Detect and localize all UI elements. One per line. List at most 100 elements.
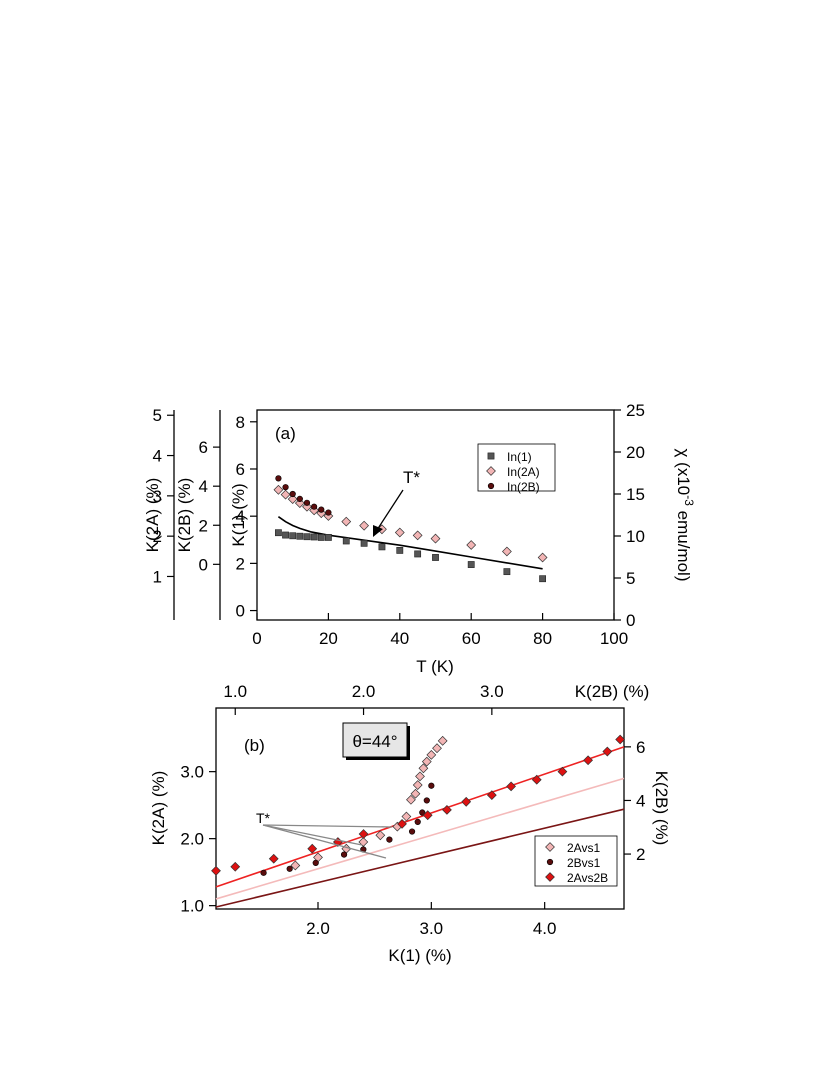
x-tick-label-a: 40	[390, 629, 409, 648]
point-2avs2b	[268, 853, 279, 864]
legend-marker-in2b	[487, 482, 495, 490]
point-2avs1	[418, 763, 429, 774]
point-in1	[289, 532, 297, 540]
point-2avs2b	[583, 755, 593, 766]
point-2avs2b	[397, 819, 407, 829]
point-2avs1	[421, 756, 432, 767]
x-tick-label-b: 3.0	[420, 919, 444, 938]
point-2avs2b	[615, 734, 626, 745]
point-in2b	[303, 499, 311, 506]
point-2avs2b	[461, 796, 472, 807]
point-2bvs1	[428, 782, 435, 789]
k1-axis-label: K(1) (%)	[229, 483, 248, 546]
point-2avs1	[410, 788, 421, 799]
point-in2b	[275, 475, 282, 482]
point-2bvs1	[286, 865, 293, 872]
point-2bvs1	[414, 818, 421, 826]
chi-curve-path	[277, 516, 543, 570]
annotation-arrows-b	[262, 824, 393, 859]
tstar-arrow-2	[262, 824, 363, 846]
point-in2b	[289, 490, 296, 498]
chi-tick-label: 0	[626, 611, 635, 630]
k2a-axis-label: K(2A) (%)	[143, 478, 162, 553]
k2a-tick-label: 2	[153, 527, 162, 546]
right-b-tick-label: 6	[636, 738, 645, 757]
k2b-tick-label: 2	[199, 516, 208, 535]
point-2avs2b	[230, 861, 241, 872]
k1-tick-label: 0	[236, 602, 245, 621]
point-2avs2b	[531, 774, 542, 785]
x-tick-label-a: 100	[600, 629, 628, 648]
point-2avs1	[412, 780, 423, 790]
legend-label-b: 2Avs1	[567, 841, 600, 855]
right-axis-label-b: K(2B) (%)	[652, 771, 671, 846]
point-in1	[282, 531, 289, 539]
annotation-arrowhead-a	[373, 525, 383, 537]
point-in1	[310, 533, 318, 541]
legend-marker-2avs1	[545, 842, 555, 852]
point-2bvs1	[423, 797, 430, 804]
point-2avs1	[432, 743, 442, 754]
point-2avs1	[290, 860, 301, 871]
point-in1	[467, 561, 475, 568]
chi-tick-label: 25	[626, 401, 645, 420]
fit-line-2	[215, 777, 625, 900]
chi-tick-label: 10	[626, 527, 645, 546]
x-tick-label-a: 60	[462, 629, 481, 648]
point-2avs2b	[422, 810, 433, 821]
point-in2b	[311, 503, 318, 510]
point-2bvs1	[386, 836, 393, 843]
point-in2a	[430, 533, 441, 544]
point-2avs1	[415, 771, 425, 782]
point-2avs2b	[307, 843, 318, 854]
legend-a: In(1)In(2A)In(2B)	[477, 443, 556, 494]
point-in2b	[296, 495, 303, 502]
point-in1	[342, 537, 350, 545]
chi-tick-label: 15	[626, 485, 645, 504]
top-tick-label-b: 2.0	[352, 682, 376, 701]
point-2avs2b	[557, 766, 568, 777]
point-2bvs1	[408, 828, 416, 835]
annotation-tstar-b: T*	[256, 810, 271, 826]
k1-tick-label: 6	[236, 460, 245, 479]
legend-marker-in1	[487, 452, 495, 460]
point-in1	[432, 554, 439, 561]
chi-curve	[277, 516, 543, 570]
k2b-axis-label: K(2B) (%)	[175, 478, 194, 553]
point-2avs2b	[602, 746, 613, 757]
point-in2a	[412, 530, 423, 541]
point-in1	[396, 546, 404, 554]
fit-line-1	[215, 746, 625, 888]
legend-label-a: In(1)	[507, 450, 532, 464]
point-in1	[414, 550, 422, 558]
point-2avs2b	[358, 829, 369, 839]
k2b-tick-label: 0	[199, 555, 208, 574]
plot-frame-b	[215, 707, 625, 910]
y-b-tick-label: 1.0	[180, 897, 204, 916]
top-tick-label-b: 1.0	[223, 682, 247, 701]
point-2bvs1	[260, 869, 267, 876]
k1-tick-label: 8	[236, 413, 245, 432]
x-axis-label-a: T (K)	[416, 657, 453, 676]
k1-tick-label: 2	[236, 554, 245, 573]
x-tick-label-b: 2.0	[306, 919, 330, 938]
k2a-tick-label: 1	[153, 567, 162, 586]
point-in2a	[341, 516, 352, 527]
angle-box-shadow	[407, 726, 410, 760]
tstar-arrow-3	[262, 824, 387, 859]
point-in1	[378, 543, 386, 551]
point-in1	[324, 534, 332, 541]
x-tick-label-a: 0	[252, 629, 261, 648]
x-axis-label-b: K(1) (%)	[388, 946, 451, 965]
point-2avs1	[426, 750, 437, 760]
panel-label-b: (b)	[244, 736, 265, 755]
annotation-tstar-a: T*	[403, 468, 420, 487]
